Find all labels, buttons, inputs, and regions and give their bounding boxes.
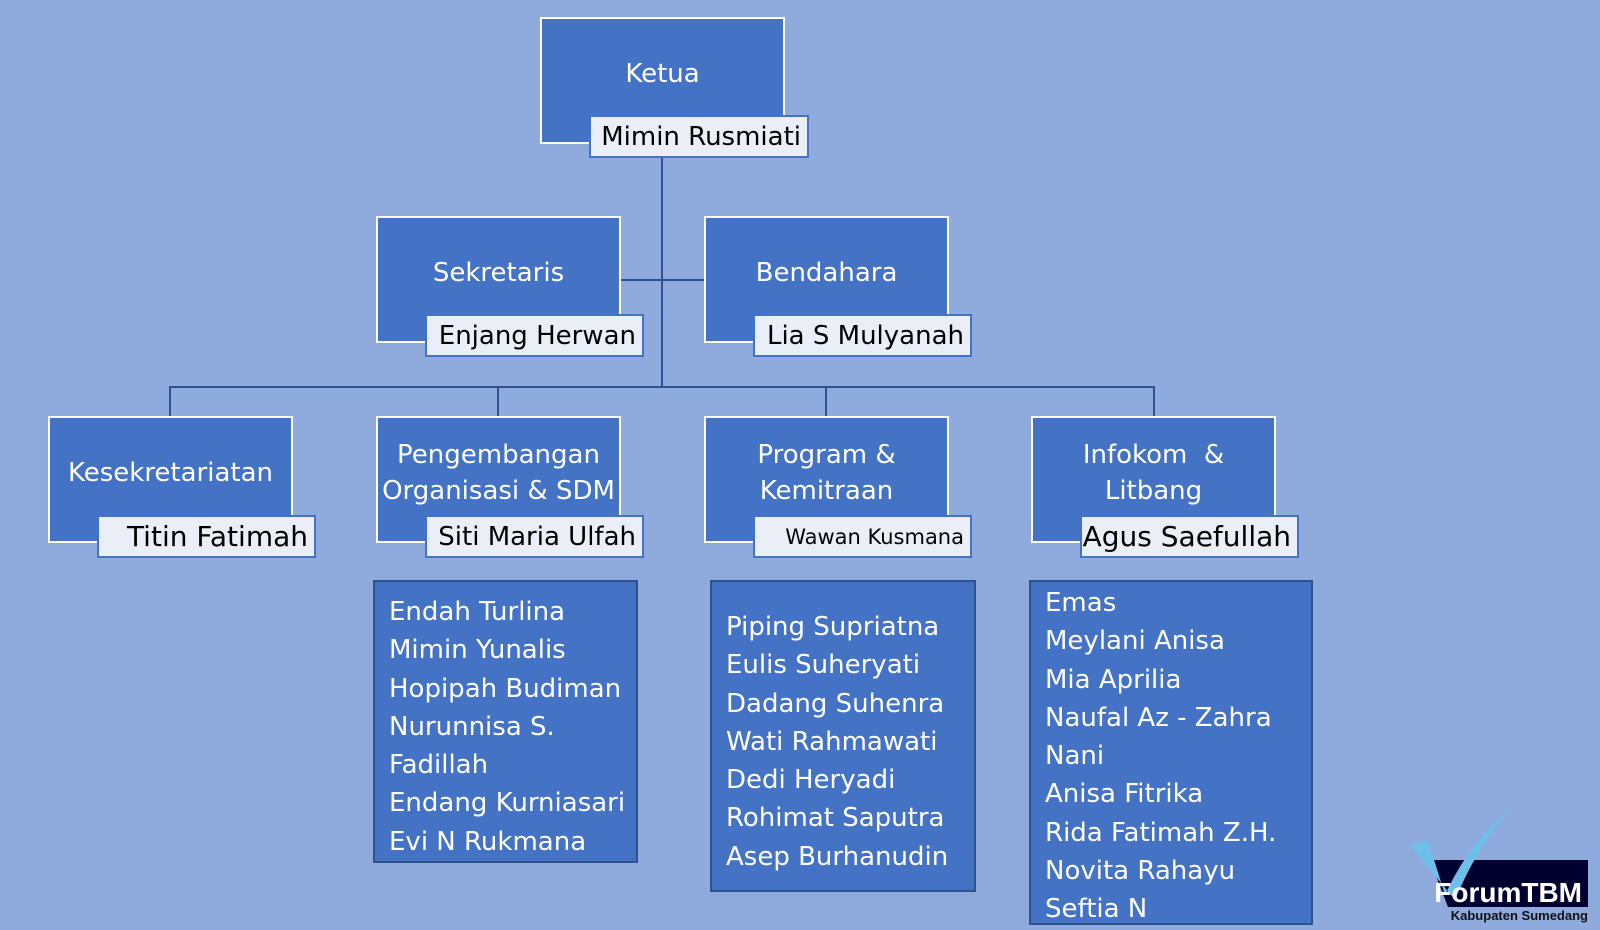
member-name: Fadillah <box>389 750 489 781</box>
connector <box>1153 386 1155 417</box>
member-name: Wati Rahmawati <box>726 726 938 757</box>
member-name: Piping Supriatna <box>726 612 940 642</box>
name-text: Wawan Kusmana <box>785 524 964 549</box>
connector <box>825 386 827 417</box>
ketua-name: Mimin Rusmiati <box>589 115 809 158</box>
division-box: Program & Kemitraan <box>704 416 949 543</box>
division-name: Siti Maria Ulfah <box>425 515 644 558</box>
member-name: Rida Fatimah Z.H. <box>1045 817 1277 848</box>
member-name: Mimin Yunalis <box>389 635 566 666</box>
bendahara-title: Bendahara <box>755 257 898 288</box>
member-name: Rohimat Saputra <box>726 803 945 834</box>
name-text: Mimin Rusmiati <box>601 121 801 152</box>
division-title: Kesekretariatan <box>67 457 274 488</box>
checkmark-book-icon: ForumTBM Kabupaten Sumedang <box>1410 805 1588 923</box>
sekretaris-title: Sekretaris <box>432 257 565 288</box>
member-name: Asep Burhanudin <box>726 841 949 872</box>
connector <box>661 155 663 388</box>
member-name: Dadang Suhenra <box>726 688 945 719</box>
connector <box>169 386 1154 388</box>
connector <box>169 386 171 417</box>
member-name: Emas <box>1045 588 1117 618</box>
bendahara-name: Lia S Mulyanah <box>753 314 972 357</box>
name-text: Siti Maria Ulfah <box>438 521 636 552</box>
member-name: Evi N Rukmana <box>389 826 587 857</box>
sekretaris-name: Enjang Herwan <box>425 314 644 357</box>
connector <box>620 279 704 281</box>
connector <box>497 386 499 417</box>
division-title: Program & Kemitraan <box>757 439 896 506</box>
member-name: Novita Rahayu <box>1045 856 1236 887</box>
member-name: Hopipah Budiman <box>389 673 622 704</box>
svg-text:ForumTBM: ForumTBM <box>1434 877 1582 908</box>
member-name: Meylani Anisa <box>1045 626 1225 657</box>
member-name: Eulis Suheryati <box>726 650 921 681</box>
member-name: Nurunnisa S. <box>389 711 555 742</box>
division-name: Wawan Kusmana <box>753 515 972 558</box>
name-text: Agus Saefullah <box>1082 520 1291 553</box>
division-title: Infokom & Litbang <box>1082 439 1233 506</box>
name-text: Titin Fatimah <box>126 520 308 553</box>
member-name: Naufal Az - Zahra <box>1045 702 1272 733</box>
member-name: Seftia N <box>1045 894 1148 925</box>
division-title: Pengembangan Organisasi & SDM <box>382 439 615 506</box>
forumtbm-logo: ForumTBM Kabupaten Sumedang <box>1400 800 1595 925</box>
svg-text:Kabupaten Sumedang: Kabupaten Sumedang <box>1451 908 1588 923</box>
division-name: Agus Saefullah <box>1080 515 1299 558</box>
member-name: Dedi Heryadi <box>726 765 896 796</box>
member-name: Nani <box>1045 741 1105 772</box>
name-text: Lia S Mulyanah <box>766 320 964 351</box>
division-name: Titin Fatimah <box>97 515 316 558</box>
ketua-title: Ketua <box>625 58 700 89</box>
member-name: Anisa Fitrika <box>1045 779 1204 810</box>
member-name: Endang Kurniasari <box>389 788 626 819</box>
member-name: Mia Aprilia <box>1045 664 1182 695</box>
name-text: Enjang Herwan <box>438 320 636 351</box>
member-name: Endah Turlina <box>389 597 566 627</box>
